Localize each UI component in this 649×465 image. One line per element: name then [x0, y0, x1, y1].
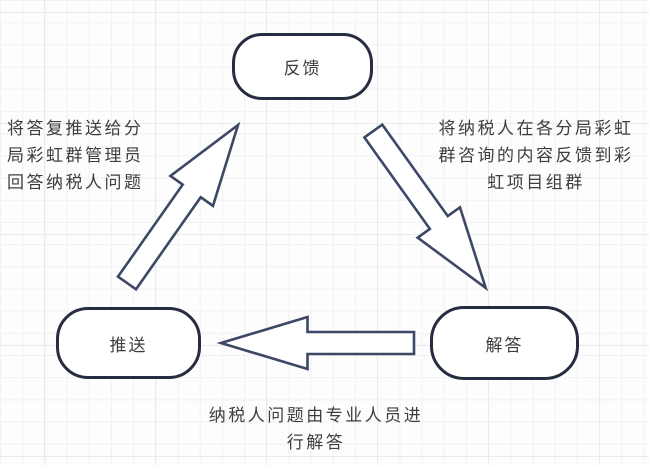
push-to-feedback-arrow — [116, 121, 241, 292]
annotation-answer-description: 纳税人问题由专业人员进 行解答 — [166, 403, 466, 457]
annotation-line: 行解答 — [286, 433, 346, 453]
annotation-push-description: 将答复推送给分 局彩虹群管理员 回答纳税人问题 — [7, 116, 217, 197]
node-answer: 解答 — [430, 306, 579, 380]
annotation-line: 将纳税人在各分局彩虹 — [438, 119, 634, 139]
node-answer-label: 解答 — [485, 335, 524, 356]
feedback-to-answer-arrow — [362, 122, 489, 292]
answer-to-push-arrow — [216, 315, 416, 371]
annotation-line: 局彩虹群管理员 — [7, 146, 144, 166]
node-feedback-label: 反馈 — [283, 59, 322, 79]
annotation-line: 群咨询的内容反馈到彩 — [438, 146, 634, 166]
node-push: 推送 — [56, 307, 201, 379]
node-feedback: 反馈 — [232, 33, 373, 100]
annotation-line: 虹项目组群 — [487, 173, 585, 193]
annotation-line: 将答复推送给分 — [7, 119, 144, 139]
annotation-line: 纳税人问题由专业人员进 — [208, 406, 424, 426]
annotation-feedback-description: 将纳税人在各分局彩虹 群咨询的内容反馈到彩 虹项目组群 — [428, 116, 644, 197]
annotation-line: 回答纳税人问题 — [7, 173, 144, 193]
node-push-label: 推送 — [109, 335, 148, 356]
